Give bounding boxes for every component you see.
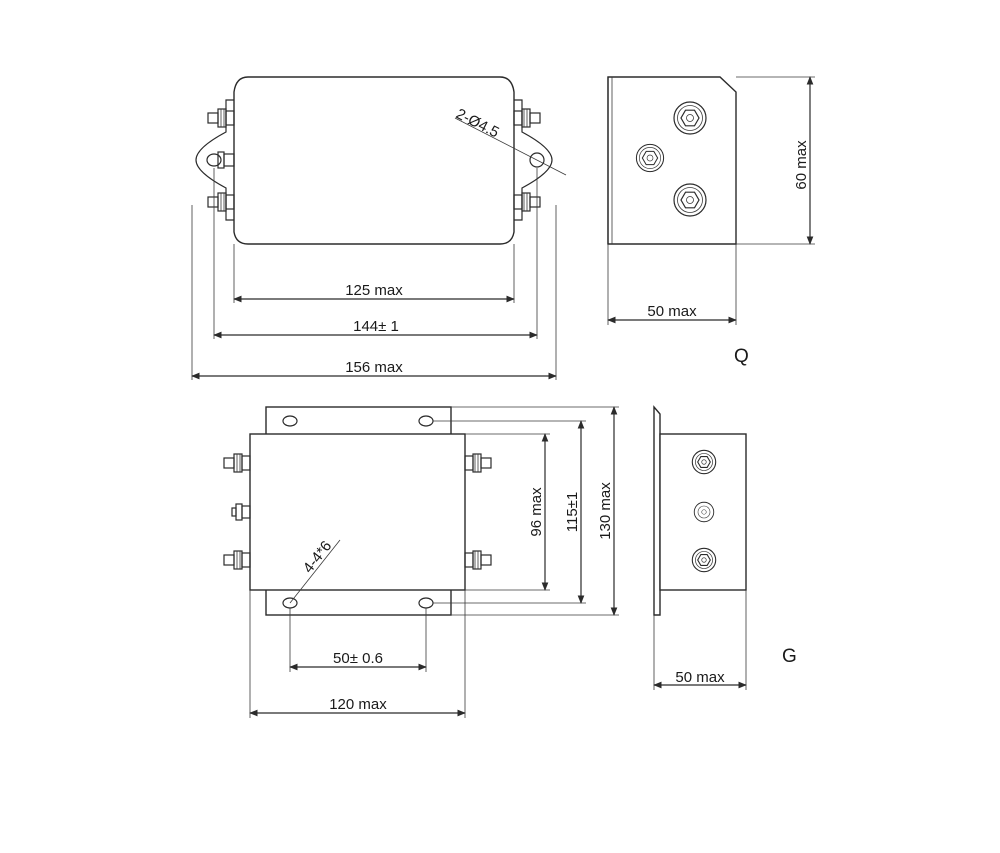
- q-left-flange: [195, 99, 234, 221]
- g-dim-96-label: 96 max: [528, 487, 545, 537]
- view-g-letter: G: [782, 646, 797, 667]
- view-q-letter: Q: [734, 346, 749, 367]
- g-terminal-left-bottom: [223, 550, 251, 570]
- q-filter-body: [233, 76, 515, 245]
- q-right-flange: [514, 99, 553, 221]
- q-dim-156-label: 156 max: [345, 359, 403, 376]
- g-dim-120-label: 120 max: [329, 696, 387, 713]
- g-side-body: [659, 433, 747, 591]
- g-hole-leader: [289, 539, 341, 604]
- g-terminal-right-top: [464, 453, 492, 473]
- q-dim-50-label: 50 max: [647, 303, 697, 320]
- view-q-side: 60 max 50 max Q: [607, 76, 815, 367]
- q-side-body: [607, 76, 737, 245]
- q-terminal-right-top: [513, 108, 541, 128]
- g-dim-115-label: 115±1: [564, 492, 581, 533]
- q-left-mount-hole: [206, 153, 222, 167]
- g-terminal-left-top: [223, 453, 251, 473]
- q-right-mount-hole: [529, 152, 545, 168]
- g-side-nut-top: [691, 449, 717, 475]
- g-mount-hole-tl: [282, 415, 298, 427]
- g-dim-50-depth-label: 50 max: [675, 669, 725, 686]
- q-terminal-left-bottom: [207, 192, 235, 212]
- q-dim-144-label: 144± 1: [353, 318, 399, 335]
- g-terminal-right-bottom: [464, 550, 492, 570]
- q-terminal-right-bottom: [513, 192, 541, 212]
- g-terminal-left-mid: [231, 503, 251, 521]
- g-dim-50-label: 50± 0.6: [333, 650, 383, 667]
- g-filter-body: [249, 433, 466, 591]
- q-dim-125-label: 125 max: [345, 282, 403, 299]
- q-terminal-left-mid: [217, 151, 235, 169]
- g-dim-130-label: 130 max: [597, 482, 614, 540]
- view-q-front: 125 max 144± 1 156 max 2-Ø4.5: [191, 76, 567, 380]
- g-side-nut-mid: [693, 501, 715, 523]
- q-hole-leader: [454, 117, 567, 176]
- q-terminal-left-top: [207, 108, 235, 128]
- view-g-side: 50 max G: [653, 405, 797, 690]
- q-dim-60-label: 60 max: [793, 140, 810, 190]
- g-side-flange: [653, 405, 661, 616]
- view-g-front: 4-4*6 50± 0.6 120 max 96 max 115±1 130 m…: [223, 406, 619, 718]
- g-side-nut-bottom: [691, 547, 717, 573]
